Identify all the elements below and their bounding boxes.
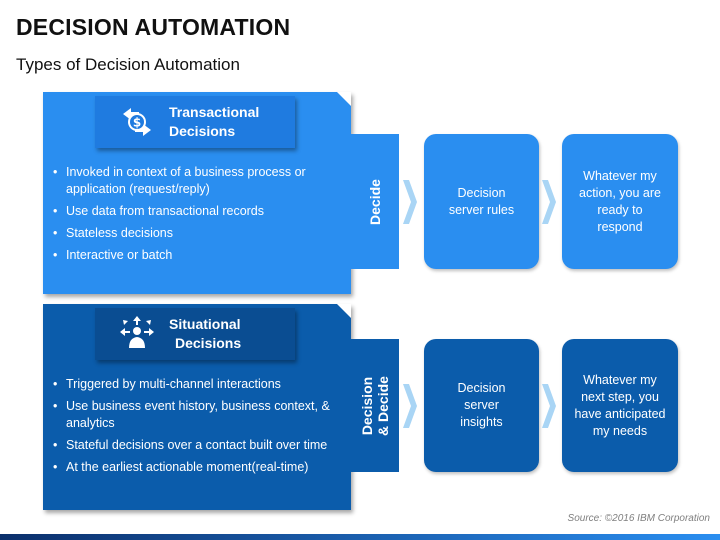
source-citation: Source: ©2016 IBM Corporation [567, 513, 710, 524]
decision-label-line1: Decision [359, 376, 376, 435]
list-item: Triggered by multi-channel interactions [53, 376, 349, 393]
svg-text:$: $ [133, 116, 141, 130]
situational-outcome-box: Whatever my next step, you have anticipa… [562, 339, 678, 472]
decide-label: Decide [366, 178, 383, 225]
bottom-accent-bar [0, 534, 720, 540]
situational-panel: Situational Decisions Triggered by multi… [43, 304, 351, 510]
transactional-heading: Transactional Decisions [169, 103, 259, 141]
decision-server-insights-box: Decision server insights [424, 339, 539, 472]
transactional-bullet-list: Invoked in context of a business process… [53, 164, 343, 269]
decision-server-rules-box: Decision server rules [424, 134, 539, 269]
decision-and-decide-label: Decision & Decide [359, 376, 391, 436]
transactional-heading-line1: Transactional [169, 104, 260, 120]
decision-server-rules-text: Decision server rules [448, 185, 515, 217]
decision-and-decide-bar: Decision & Decide [351, 339, 399, 472]
transactional-heading-box: $ Transactional Decisions [95, 96, 295, 148]
panel-corner-cut [337, 304, 351, 318]
page-title: DECISION AUTOMATION [16, 14, 291, 40]
transactional-panel: $ Transactional Decisions Invoked in con… [43, 92, 351, 294]
decision-server-insights-text: Decision server insights [457, 381, 506, 429]
situational-outcome-text: Whatever my next step, you have anticipa… [574, 372, 666, 438]
decision-label-line2: & Decide [375, 375, 392, 436]
page-subtitle: Types of Decision Automation [16, 55, 240, 74]
situational-heading-line2: Decisions [175, 335, 242, 351]
list-item: Stateful decisions over a contact built … [53, 437, 349, 454]
dollar-exchange-icon: $ [123, 108, 151, 136]
list-item: Invoked in context of a business process… [53, 164, 343, 198]
chevron-right-icon [403, 384, 417, 428]
transactional-outcome-box: Whatever my action, you are ready to res… [562, 134, 678, 269]
chevron-right-icon [542, 180, 556, 224]
chevron-right-icon [542, 384, 556, 428]
transactional-outcome-text: Whatever my action, you are ready to res… [579, 168, 661, 234]
list-item: At the earliest actionable moment(real-t… [53, 459, 349, 476]
situational-heading: Situational Decisions [169, 315, 241, 353]
list-item: Stateless decisions [53, 225, 343, 242]
panel-corner-cut [337, 92, 351, 106]
situational-bullet-list: Triggered by multi-channel interactions … [53, 376, 349, 481]
situational-heading-box: Situational Decisions [95, 308, 295, 360]
chevron-right-icon [403, 180, 417, 224]
person-directions-icon [120, 316, 154, 348]
decide-bar: Decide [351, 134, 399, 269]
situational-heading-line1: Situational [169, 316, 241, 332]
transactional-heading-line2: Decisions [169, 123, 236, 139]
list-item: Interactive or batch [53, 247, 343, 264]
list-item: Use business event history, business con… [53, 398, 349, 432]
list-item: Use data from transactional records [53, 203, 343, 220]
